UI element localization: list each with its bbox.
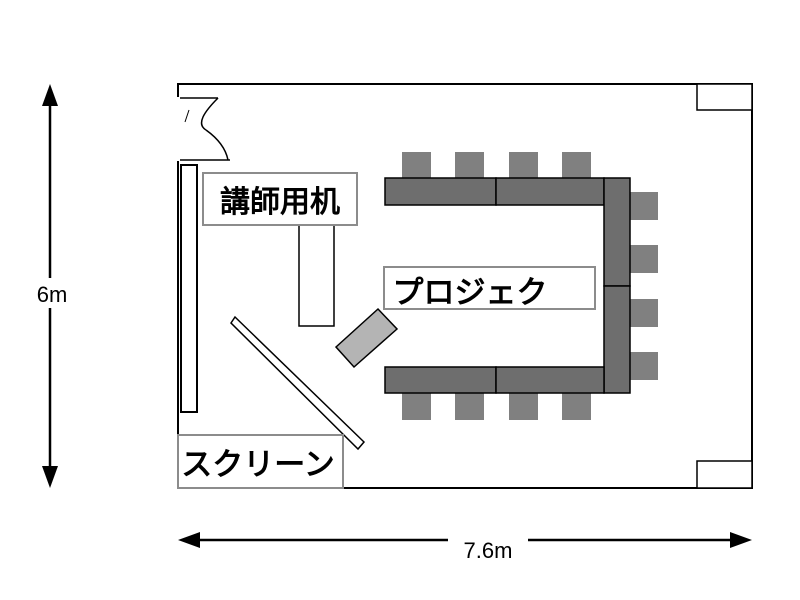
table: [603, 177, 631, 287]
top-chairs: [402, 152, 591, 178]
width-dimension: 7.6m: [178, 526, 752, 563]
right-chairs: [630, 192, 658, 380]
height-arrow-down: [42, 466, 58, 488]
screen-label: スクリーン: [181, 447, 334, 483]
screen-label-box: スクリーン: [177, 434, 344, 489]
chair: [630, 352, 658, 380]
projector-label-box: プロジェク: [383, 266, 596, 311]
chair: [455, 152, 484, 178]
room-outline: [177, 83, 753, 489]
door: [176, 97, 230, 161]
door-swing-lower: [205, 129, 229, 161]
lectern-label-border: [202, 172, 358, 226]
door-swing-upper: [200, 97, 219, 131]
table: [495, 177, 605, 206]
width-arrow-right: [730, 532, 752, 548]
table: [495, 366, 605, 394]
lectern-label: 講師用机: [220, 185, 340, 220]
chair: [509, 152, 538, 178]
chair: [402, 152, 431, 178]
height-arrow-up: [42, 84, 58, 106]
projector-label: プロジェク: [393, 275, 548, 311]
table: [603, 285, 631, 394]
width-label-bg: [448, 526, 528, 556]
lectern-label-box: 講師用机: [202, 172, 358, 226]
corner-column-top-right: [696, 83, 753, 111]
width-arrow-left: [178, 532, 200, 548]
lectern-desk: [298, 223, 335, 327]
width-label: 7.6m: [464, 538, 513, 563]
projector-label-border: [383, 266, 596, 310]
screen-label-border: [177, 434, 344, 489]
chair: [562, 393, 591, 420]
height-label-bg: [26, 278, 78, 308]
table: [384, 366, 497, 394]
projector: [334, 307, 399, 369]
projection-screen: [230, 315, 366, 451]
bottom-chairs: [402, 393, 591, 420]
chair: [402, 393, 431, 420]
chair: [455, 393, 484, 420]
chair: [630, 299, 658, 327]
height-dimension: 6m: [26, 84, 78, 488]
door-opening: [176, 97, 180, 161]
table: [384, 177, 497, 206]
height-label: 6m: [37, 282, 68, 307]
door-hinge-mark: [184, 109, 190, 123]
chair: [630, 245, 658, 273]
wall-screen: [180, 164, 198, 413]
chair: [509, 393, 538, 420]
chair: [562, 152, 591, 178]
chair: [630, 192, 658, 220]
corner-column-bottom-right: [696, 460, 753, 489]
u-shaped-tables: [384, 177, 631, 394]
